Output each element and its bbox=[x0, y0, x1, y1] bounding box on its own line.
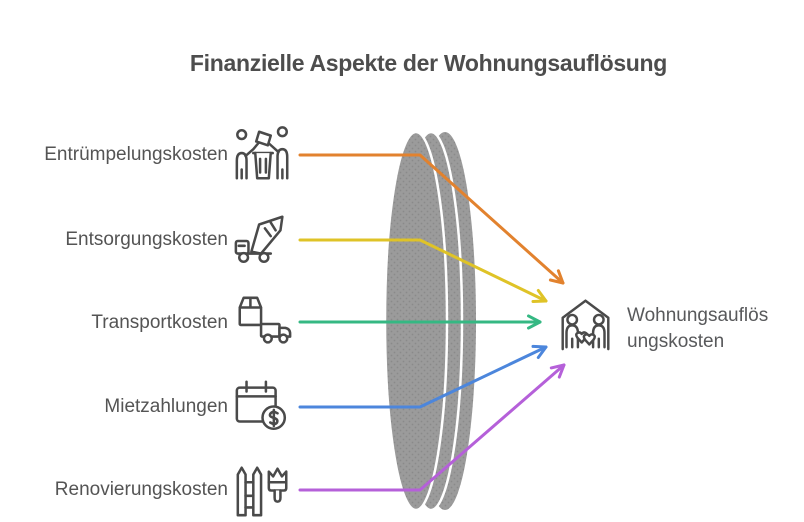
fence-paintbrush-icon bbox=[236, 466, 288, 517]
arrow-entsorgungskosten bbox=[298, 238, 548, 303]
arrow-entruempelungskosten bbox=[298, 153, 565, 285]
item-label-transportkosten: Transportkosten bbox=[91, 312, 228, 333]
people-clearing-trash-icon bbox=[235, 126, 289, 180]
result-label-line2: ungskosten bbox=[627, 331, 725, 352]
result-label-line1: Wohnungsauflös bbox=[627, 305, 769, 326]
item-label-renovierungskosten: Renovierungskosten bbox=[54, 479, 228, 500]
dump-truck-icon bbox=[234, 215, 284, 264]
arrow-transportkosten bbox=[298, 314, 542, 330]
arrow-mietzahlungen bbox=[298, 344, 548, 409]
arrow-renovierungskosten bbox=[298, 363, 566, 492]
item-label-mietzahlungen: Mietzahlungen bbox=[104, 396, 228, 417]
house-family-icon bbox=[561, 299, 610, 351]
diagram-title: Finanzielle Aspekte der Wohnungsauflösun… bbox=[189, 50, 668, 76]
item-label-entsorgungskosten: Entsorgungskosten bbox=[65, 229, 228, 250]
item-label-entruempelungskosten: Entrümpelungskosten bbox=[44, 144, 228, 165]
moving-box-truck-icon bbox=[238, 296, 292, 344]
calendar-dollar-icon bbox=[235, 380, 287, 431]
result-label: Wohnungsauflös ungskosten bbox=[627, 303, 768, 355]
